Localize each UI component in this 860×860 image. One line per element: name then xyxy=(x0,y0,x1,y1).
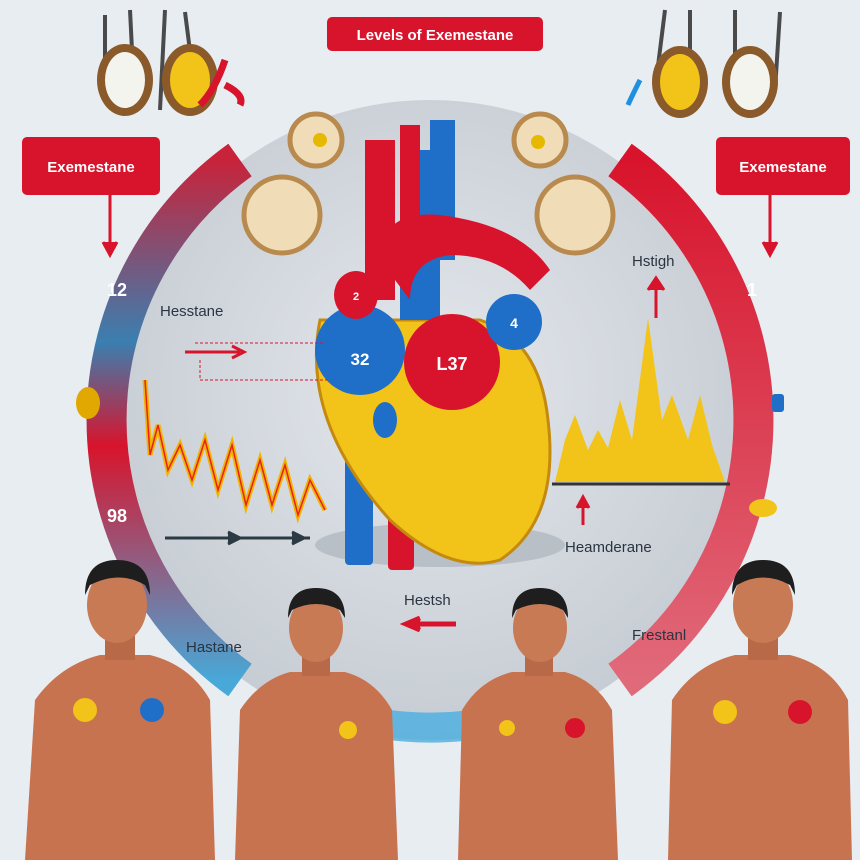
arrow-up-icon xyxy=(646,275,666,318)
label-hestsh: Hestsh xyxy=(404,592,451,609)
ring-right-arc xyxy=(608,143,774,697)
title-badge xyxy=(327,17,543,51)
heart-label-2: 2 xyxy=(353,291,359,303)
arrow-up-icon xyxy=(575,493,591,525)
ring-value-98: 98 xyxy=(107,506,127,526)
area-chart-right xyxy=(555,318,725,482)
heart-label-l37: L37 xyxy=(436,354,467,374)
waveform-left-outline xyxy=(144,379,326,518)
heart-label-4: 4 xyxy=(510,315,518,331)
label-hesstane: Hesstane xyxy=(160,303,223,320)
heart-label-32: 32 xyxy=(351,350,370,369)
arrow-down-icon xyxy=(761,195,779,259)
title: Levels of Exemestane xyxy=(357,27,514,44)
male-figure-3 xyxy=(458,588,618,860)
callout-left xyxy=(22,137,160,195)
ring-value-12: 12 xyxy=(107,280,127,300)
male-figure-1 xyxy=(25,560,215,860)
callout-right-label: Exemestane xyxy=(739,159,827,176)
label-hstigh: Hstigh xyxy=(632,253,675,270)
heart-illustration xyxy=(314,120,565,570)
ring-value-1: 1 xyxy=(747,280,757,300)
dot xyxy=(531,135,545,149)
arrow-right-icon xyxy=(185,344,248,360)
arrow-left-icon xyxy=(399,615,456,633)
gland-icon-left xyxy=(97,9,245,116)
arrow-down-icon xyxy=(101,195,119,259)
callout-right xyxy=(716,137,850,195)
label-hastane: Hastane xyxy=(186,639,242,656)
ring-left-arc xyxy=(86,143,252,697)
gland-icon-right xyxy=(625,9,782,118)
arrow-right-icon xyxy=(165,530,310,546)
male-figure-4 xyxy=(668,560,852,860)
dashed-connector xyxy=(195,342,330,381)
pill-icon xyxy=(749,499,777,517)
male-figure-2 xyxy=(235,588,398,860)
shield-icon xyxy=(772,394,784,412)
dot xyxy=(313,133,327,147)
pill-icon xyxy=(76,387,100,419)
label-frestanl: Frestanl xyxy=(632,627,686,644)
label-heamderane: Heamderane xyxy=(565,539,652,556)
callout-left-label: Exemestane xyxy=(47,159,135,176)
